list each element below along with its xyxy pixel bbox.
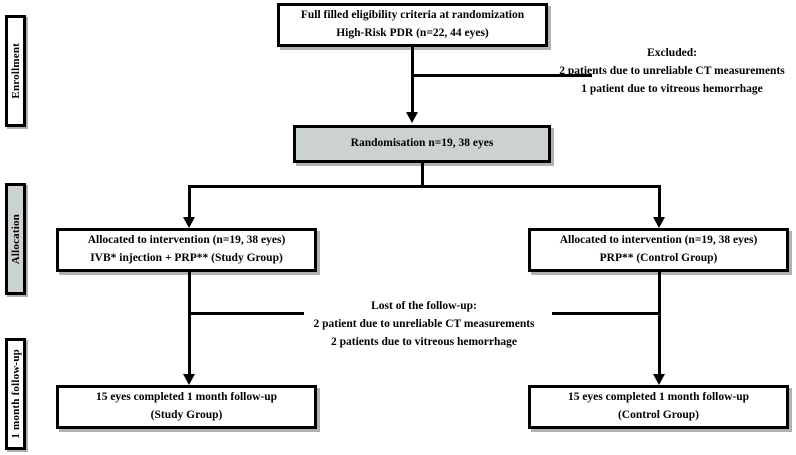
node-eligibility-line1: Full filled eligibility criteria at rand… (300, 9, 525, 22)
node-completed-control-line1: 15 eyes completed 1 month follow-up (567, 391, 750, 404)
node-completed-control: 15 eyes completed 1 month follow-up (Con… (528, 385, 789, 429)
connector-randomisation-down (421, 163, 424, 185)
note-excluded-line1: 2 patients due to unreliable CT measurem… (559, 65, 785, 78)
connector-excluded-branch (411, 74, 592, 77)
connector-allocation-split-bar (188, 185, 661, 188)
connector-control-to-followup (658, 272, 661, 377)
connector-split-to-control (658, 185, 661, 220)
arrowhead-allocated-study (183, 217, 195, 228)
node-allocated-control-line1: Allocated to intervention (n=19, 38 eyes… (559, 234, 758, 247)
node-completed-study-line1: 15 eyes completed 1 month follow-up (95, 391, 278, 404)
node-allocated-study: Allocated to intervention (n=19, 38 eyes… (56, 228, 317, 272)
node-completed-study: 15 eyes completed 1 month follow-up (Stu… (56, 385, 317, 429)
note-lost-line2: 2 patients due to vitreous hemorrhage (330, 336, 517, 349)
arrowhead-allocated-control (653, 217, 665, 228)
node-allocated-control-line2: PRP** (Control Group) (599, 252, 718, 264)
node-allocated-study-line2: IVB* injection + PRP** (Study Group) (90, 252, 283, 264)
stage-label-follow-up: 1 month follow-up (5, 338, 26, 450)
node-allocated-control: Allocated to intervention (n=19, 38 eyes… (528, 228, 789, 272)
note-excluded: Excluded: 2 patients due to unreliable C… (548, 44, 796, 98)
stage-label-enrollment-text: Enrollment (9, 43, 22, 99)
connector-split-to-study (188, 185, 191, 220)
arrowhead-completed-control (653, 374, 665, 385)
stage-label-allocation: Allocation (5, 183, 26, 295)
node-randomisation-line1: Randomisation n=19, 38 eyes (350, 137, 494, 150)
node-randomisation: Randomisation n=19, 38 eyes (293, 125, 551, 163)
node-eligibility: Full filled eligibility criteria at rand… (277, 3, 548, 47)
connector-study-to-followup (188, 272, 191, 377)
connector-eligibility-to-randomisation (411, 47, 414, 115)
arrowhead-randomisation (406, 112, 418, 123)
node-allocated-study-line1: Allocated to intervention (n=19, 38 eyes… (87, 234, 286, 247)
note-lost-line1: 2 patient due to unreliable CT measureme… (313, 318, 535, 331)
connector-lost-branch-right (552, 312, 661, 315)
note-excluded-heading: Excluded: (647, 47, 697, 59)
note-lost-to-followup: Lost of the follow-up: 2 patient due to … (238, 297, 610, 351)
note-excluded-line2: 1 patient due to vitreous hemorrhage (581, 83, 763, 96)
node-completed-control-line2: (Control Group) (617, 409, 700, 421)
stage-label-allocation-text: Allocation (9, 213, 22, 265)
note-lost-heading: Lost of the follow-up: (371, 300, 477, 312)
stage-label-enrollment: Enrollment (5, 15, 26, 127)
node-completed-study-line2: (Study Group) (150, 409, 223, 421)
node-eligibility-line2: High-Risk PDR (n=22, 44 eyes) (336, 27, 489, 39)
stage-label-follow-up-text: 1 month follow-up (9, 349, 22, 439)
arrowhead-completed-study (183, 374, 195, 385)
connector-lost-branch-left (188, 312, 304, 315)
